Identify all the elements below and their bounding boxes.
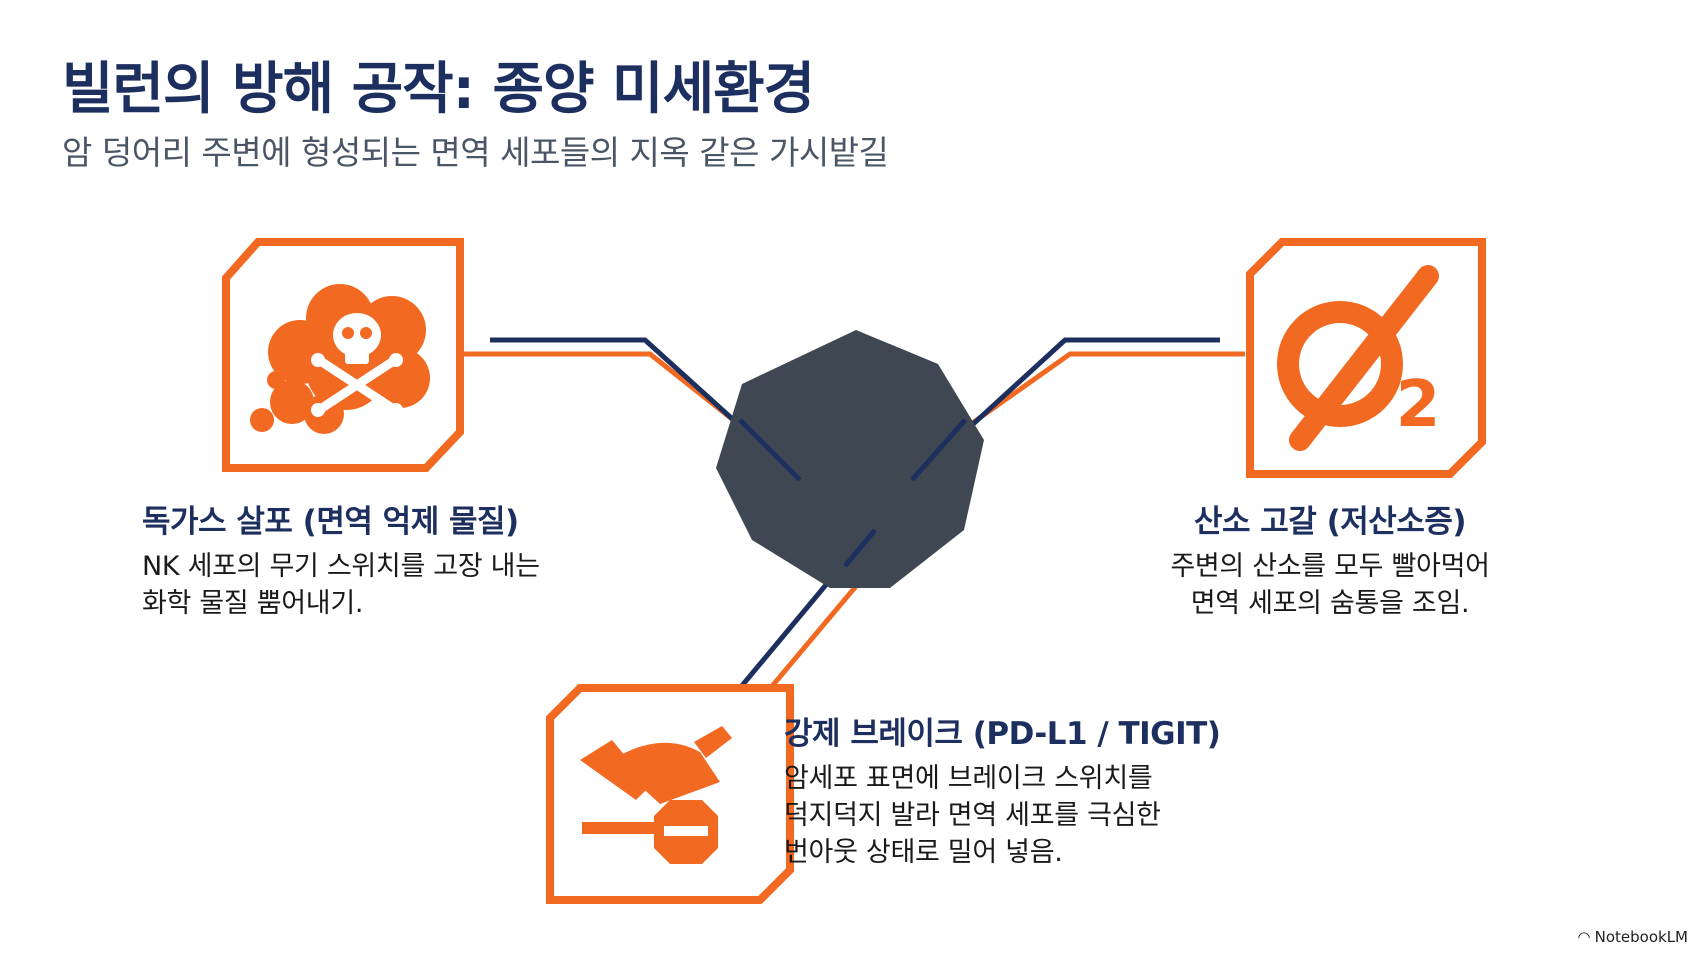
brand-watermark: ◠ NotebookLM xyxy=(1578,928,1688,946)
no-oxygen-icon xyxy=(1277,265,1439,451)
brake-pedal-icon xyxy=(580,726,732,864)
oxygen-subscript: 2 xyxy=(1396,368,1441,442)
forced-brake-desc: 암세포 표면에 브레이크 스위치를 덕지덕지 발라 면역 세포를 극심한 번아웃… xyxy=(784,763,1161,868)
connector-left-inner xyxy=(738,418,802,482)
notebooklm-logo-icon: ◠ xyxy=(1578,928,1590,946)
skull-crossbones-icon xyxy=(311,313,403,417)
forced-brake-title: 강제 브레이크 (PD-L1 / TIGIT) xyxy=(784,716,1221,752)
toxic-cloud-icon xyxy=(250,284,430,434)
oxygen-depletion-title: 산소 고갈 (저산소증) xyxy=(1193,504,1467,540)
page-title: 빌런의 방해 공작: 종양 미세환경 xyxy=(62,57,815,122)
toxic-gas-node xyxy=(222,238,464,472)
oxygen-depletion-desc: 주변의 산소를 모두 빨아먹어 면역 세포의 숨통을 조임. xyxy=(1170,551,1490,619)
connector-bottom-inner xyxy=(843,528,877,568)
toxic-gas-title: 독가스 살포 (면역 억제 물질) xyxy=(142,504,519,540)
page-subtitle: 암 덩어리 주변에 형성되는 면역 세포들의 지옥 같은 가시밭길 xyxy=(62,133,889,172)
toxic-gas-desc: NK 세포의 무기 스위치를 고장 내는 화학 물질 뿜어내기. xyxy=(142,551,540,619)
forced-brake-node xyxy=(546,684,794,904)
stop-sign-icon xyxy=(664,826,708,836)
tumor-hub xyxy=(716,330,984,588)
connector-right-inner xyxy=(910,418,967,482)
brand-label: NotebookLM xyxy=(1594,928,1688,946)
oxygen-depletion-node: 2 xyxy=(1246,238,1486,478)
